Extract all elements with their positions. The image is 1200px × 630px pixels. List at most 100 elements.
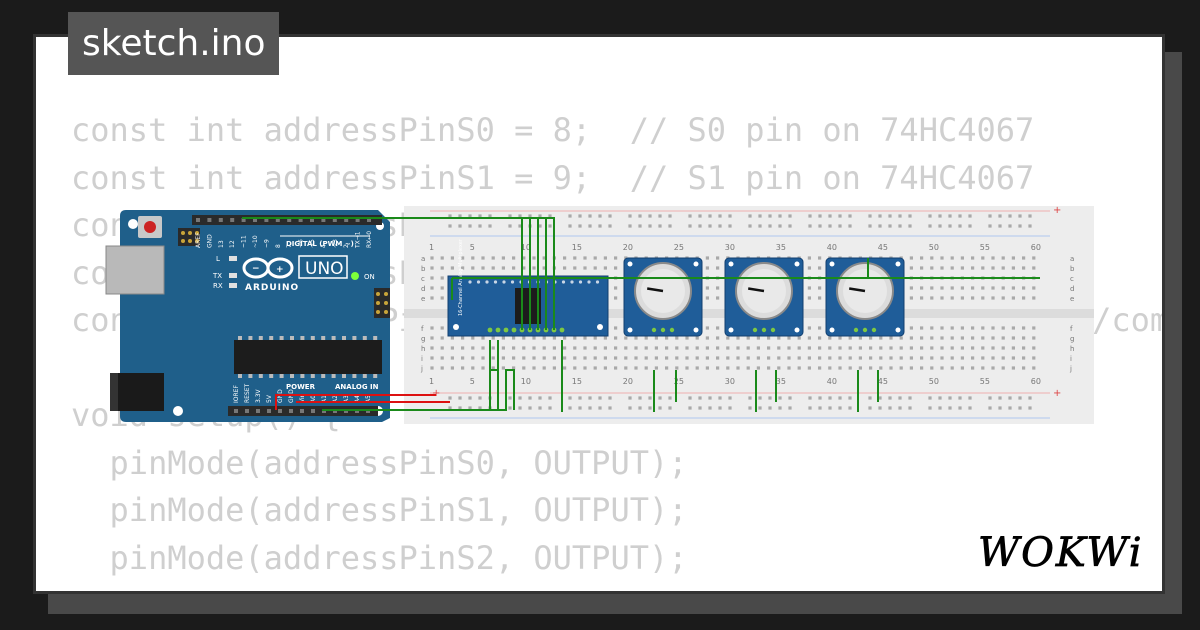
rail-hole bbox=[958, 396, 962, 400]
header-pin[interactable] bbox=[344, 218, 349, 222]
breadboard-hole bbox=[971, 356, 975, 360]
breadboard-hole bbox=[828, 356, 832, 360]
rail-hole bbox=[938, 396, 942, 400]
breadboard-hole bbox=[593, 356, 597, 360]
breadboard-hole bbox=[756, 336, 760, 340]
column-number: 20 bbox=[623, 377, 633, 386]
rail-hole bbox=[818, 224, 822, 228]
pot-hole bbox=[895, 327, 901, 333]
breadboard-hole bbox=[930, 256, 934, 260]
header-pin[interactable] bbox=[218, 218, 223, 222]
breadboard-hole bbox=[450, 346, 454, 350]
header-pin[interactable] bbox=[310, 218, 314, 222]
breadboard-hole bbox=[542, 356, 546, 360]
wokwi-logo-text: WOKWi bbox=[978, 530, 1144, 576]
breadboard-hole bbox=[1032, 326, 1036, 330]
chip-leg bbox=[362, 374, 367, 378]
breadboard-hole bbox=[828, 366, 832, 370]
header-pin[interactable] bbox=[289, 409, 293, 413]
breadboard-hole bbox=[756, 346, 760, 350]
header-pin[interactable] bbox=[256, 409, 260, 413]
breadboard-hole bbox=[634, 336, 638, 340]
breadboard-hole bbox=[461, 336, 465, 340]
header-pin[interactable] bbox=[207, 218, 212, 222]
header-pin[interactable] bbox=[253, 218, 257, 222]
header-pin[interactable] bbox=[287, 218, 292, 222]
breadboard-hole bbox=[430, 266, 434, 270]
rail-hole bbox=[708, 406, 712, 410]
pin-label: ~9 bbox=[263, 239, 270, 248]
rail-hole bbox=[548, 224, 552, 228]
potentiometer[interactable] bbox=[724, 257, 804, 337]
row-letter: f bbox=[421, 325, 424, 333]
column-number: 55 bbox=[980, 377, 990, 386]
rail-hole bbox=[448, 214, 452, 218]
rail-hole bbox=[538, 214, 542, 218]
header-pin[interactable] bbox=[300, 409, 304, 413]
breadboard-hole bbox=[940, 366, 944, 370]
rail-hole bbox=[818, 396, 822, 400]
breadboard-hole bbox=[930, 286, 934, 290]
breadboard-hole bbox=[879, 336, 883, 340]
breadboard-hole bbox=[1032, 356, 1036, 360]
header-pin[interactable] bbox=[245, 409, 249, 413]
header-pin[interactable] bbox=[230, 218, 235, 222]
reset-button[interactable] bbox=[144, 221, 156, 233]
rail-hole bbox=[698, 396, 702, 400]
header-pin[interactable] bbox=[234, 409, 238, 413]
header-pin[interactable] bbox=[298, 218, 303, 222]
breadboard-hole bbox=[501, 356, 505, 360]
mount-hole-3 bbox=[173, 406, 183, 416]
breadboard-hole bbox=[665, 366, 669, 370]
breadboard-hole bbox=[940, 286, 944, 290]
rail-hole bbox=[878, 224, 882, 228]
rail-hole bbox=[468, 214, 472, 218]
potentiometer[interactable] bbox=[623, 257, 703, 337]
rail-hole bbox=[748, 214, 752, 218]
breadboard-hole bbox=[981, 256, 985, 260]
chip-leg bbox=[310, 374, 315, 378]
pin-label: A5 bbox=[365, 395, 372, 403]
rail-hole bbox=[988, 406, 992, 410]
pin-label: 12 bbox=[229, 240, 236, 248]
breadboard-hole bbox=[705, 296, 709, 300]
file-tab[interactable]: sketch.ino bbox=[68, 12, 280, 75]
rail-hole bbox=[808, 406, 812, 410]
rail-hole bbox=[928, 406, 932, 410]
header-pin[interactable] bbox=[267, 409, 271, 413]
header-pin[interactable] bbox=[278, 409, 282, 413]
chip-leg bbox=[300, 336, 305, 340]
breadboard-hole bbox=[869, 336, 873, 340]
wokwi-logo[interactable]: WOKWi bbox=[978, 528, 1150, 576]
breadboard-hole bbox=[563, 266, 567, 270]
breadboard-hole bbox=[481, 266, 485, 270]
rail-hole bbox=[578, 214, 582, 218]
breadboard-hole bbox=[450, 356, 454, 360]
header-pin[interactable] bbox=[355, 218, 360, 222]
potentiometer[interactable] bbox=[825, 257, 905, 337]
row-letter: i bbox=[421, 355, 423, 363]
header-pin[interactable] bbox=[332, 218, 337, 222]
breadboard-hole bbox=[532, 346, 536, 350]
rail-hole bbox=[778, 224, 782, 228]
l-led bbox=[229, 256, 237, 261]
breadboard-hole bbox=[512, 336, 516, 340]
header-pin[interactable] bbox=[241, 218, 246, 222]
rail-hole bbox=[968, 406, 972, 410]
breadboard-hole bbox=[858, 336, 862, 340]
breadboard-hole bbox=[726, 346, 730, 350]
header-pin[interactable] bbox=[311, 409, 315, 413]
breadboard-hole bbox=[654, 346, 658, 350]
rail-hole bbox=[508, 224, 512, 228]
header-pin[interactable] bbox=[275, 218, 280, 222]
rail-hole bbox=[788, 406, 792, 410]
breadboard-hole bbox=[971, 286, 975, 290]
mux-chip bbox=[515, 288, 541, 324]
header-pin[interactable] bbox=[264, 218, 269, 222]
header-pin[interactable] bbox=[196, 218, 200, 222]
header-pin[interactable] bbox=[321, 218, 326, 222]
multiplexer-module[interactable]: 16-Channel Analog Multiplexer bbox=[447, 238, 609, 337]
header-pin[interactable] bbox=[367, 218, 371, 222]
